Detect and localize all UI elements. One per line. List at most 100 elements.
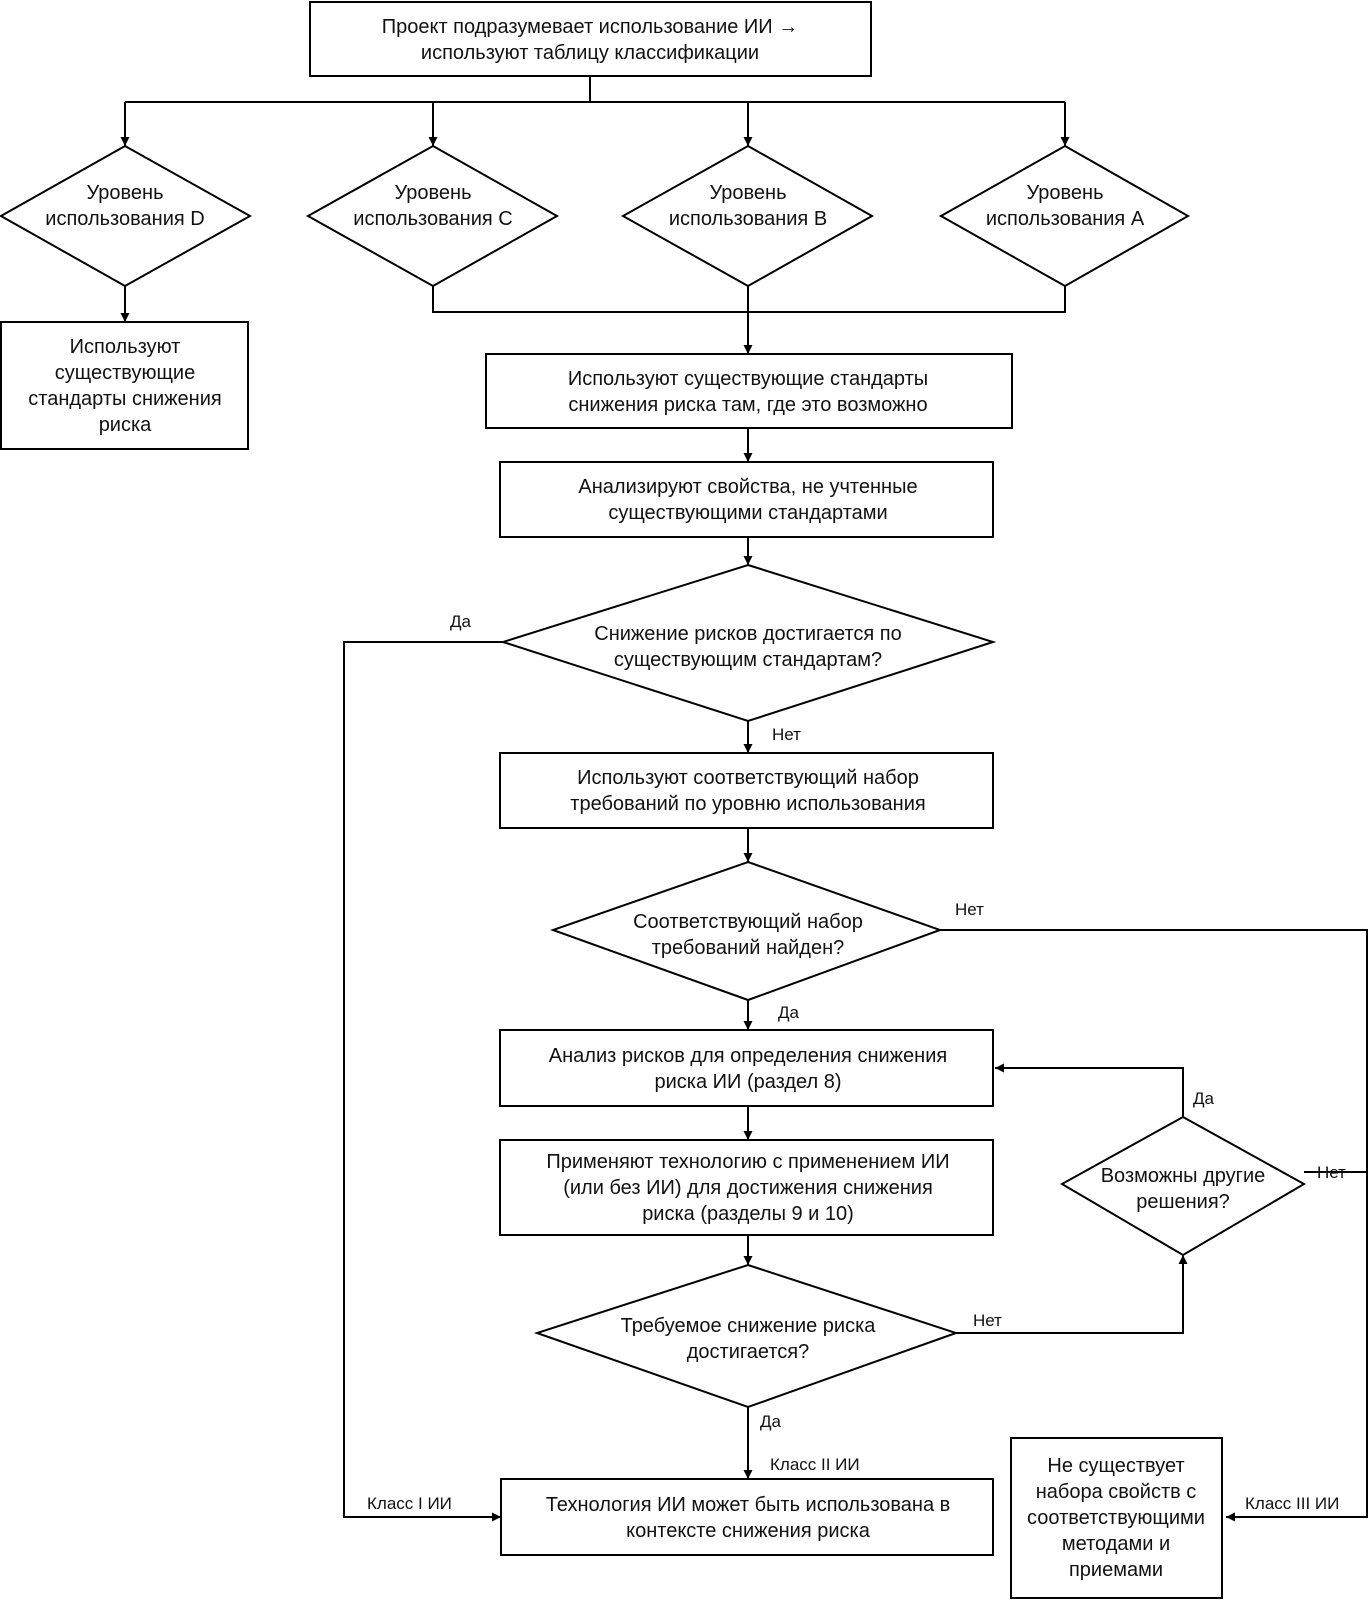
node-text-line: Уровень bbox=[1026, 182, 1103, 204]
edge-labels: Да Нет Нет Да Да Нет Нет Да Класс I ИИ К… bbox=[367, 612, 1346, 1513]
node-text-line: риска ИИ (раздел 8) bbox=[654, 1071, 841, 1093]
node-apply-technology: Применяют технологию с применением ИИ(ил… bbox=[499, 1139, 994, 1236]
node-text-line: используют таблицу классификации bbox=[421, 42, 759, 64]
node-text-line: использования D bbox=[45, 208, 204, 230]
other-solutions-text: Возможны другие решения? bbox=[1101, 1165, 1266, 1213]
node-text-line: существующими стандартами bbox=[608, 502, 887, 524]
apply-technology-box bbox=[499, 1139, 994, 1236]
node-ai-usable: Технология ИИ может быть использована в к… bbox=[500, 1478, 994, 1556]
node-text-line: Уровень bbox=[394, 182, 471, 204]
node-text-line: риска bbox=[99, 414, 152, 436]
node-text-line: Соответствующий набор bbox=[633, 911, 863, 933]
node-text-line: приемами bbox=[1069, 1559, 1163, 1581]
node-start: Проект подразумевает использование ИИ → и… bbox=[309, 1, 872, 77]
connectors bbox=[120, 76, 1368, 1522]
risk-analysis-box bbox=[499, 1029, 994, 1107]
node-text-line: методами и bbox=[1062, 1533, 1170, 1555]
node-analyze-properties: Анализируют свойства, не учтенные существ… bbox=[499, 461, 994, 538]
level-b-text: Уровень использования B bbox=[669, 182, 827, 230]
analyze-properties-box bbox=[499, 461, 994, 538]
start-box bbox=[309, 1, 872, 77]
node-text-line: стандарты снижения bbox=[28, 388, 221, 410]
label-requirements-yes: Да bbox=[778, 1003, 800, 1022]
node-text-line: Используют существующие стандарты bbox=[568, 368, 928, 390]
decision-level-d: Уровень использования D bbox=[0, 144, 253, 288]
node-text-line: соответствующими bbox=[1027, 1507, 1205, 1529]
start-text: Проект подразумевает использование ИИ → и… bbox=[382, 16, 799, 64]
node-text-line: достигается? bbox=[687, 1341, 809, 1363]
arrow-other-solutions-yes bbox=[995, 1063, 1184, 1117]
node-text-line: существующие bbox=[55, 362, 195, 384]
node-text-line: набора свойств с bbox=[1036, 1481, 1197, 1503]
node-text-line: существующим стандартам? bbox=[614, 649, 882, 671]
node-use-requirements-set: Используют соответствующий набор требован… bbox=[499, 752, 994, 829]
analyze-properties-text: Анализируют свойства, не учтенные существ… bbox=[578, 476, 917, 524]
label-reduction-yes: Да bbox=[760, 1412, 782, 1431]
level-a-diamond bbox=[938, 144, 1191, 288]
node-existing-standards: Используют существующие стандарты снижени… bbox=[485, 353, 1013, 429]
arrow-standards-yes-class-1 bbox=[343, 641, 503, 1522]
label-reduction-no: Нет bbox=[973, 1311, 1002, 1330]
connector-start-split bbox=[125, 76, 1065, 103]
decision-other-solutions: Возможны другие решения? bbox=[1059, 1115, 1307, 1257]
level-c-diamond bbox=[305, 144, 560, 288]
decision-risk-reduced-by-standards: Снижение рисков достигается по существующ… bbox=[499, 563, 997, 723]
use-requirements-set-text: Используют соответствующий набор требован… bbox=[570, 767, 925, 815]
node-text-line: Снижение рисков достигается по bbox=[594, 623, 901, 645]
label-requirements-no: Нет bbox=[955, 900, 984, 919]
node-text-line: использования C bbox=[353, 208, 512, 230]
node-text-line: Уровень bbox=[86, 182, 163, 204]
node-text-line: снижения риска там, где это возможно bbox=[568, 394, 927, 416]
level-b-diamond bbox=[620, 144, 875, 288]
level-d-text: Уровень использования D bbox=[45, 182, 204, 230]
node-text-line: требований найден? bbox=[652, 937, 845, 959]
label-other-solutions-no: Нет bbox=[1317, 1163, 1346, 1182]
risk-reduced-by-standards-diamond bbox=[499, 563, 997, 723]
node-text-line: Проект подразумевает использование ИИ → bbox=[382, 16, 799, 38]
existing-standards-box bbox=[485, 353, 1013, 429]
no-property-set-box bbox=[1010, 1437, 1223, 1599]
other-solutions-diamond bbox=[1059, 1115, 1307, 1257]
node-text-line: требований по уровню использования bbox=[570, 793, 925, 815]
level-a-text: Уровень использования A bbox=[986, 182, 1145, 230]
ai-usable-text: Технология ИИ может быть использована в к… bbox=[546, 1494, 951, 1542]
node-text-line: Уровень bbox=[709, 182, 786, 204]
node-text-line: Возможны другие bbox=[1101, 1165, 1266, 1187]
label-standards-yes: Да bbox=[450, 612, 472, 631]
decision-level-c: Уровень использования C bbox=[305, 144, 560, 288]
existing-standards-text: Используют существующие стандарты снижени… bbox=[568, 368, 928, 416]
risk-reduced-by-standards-text: Снижение рисков достигается по существующ… bbox=[594, 623, 901, 671]
label-standards-no: Нет bbox=[772, 725, 801, 744]
requirements-found-text: Соответствующий набор требований найден? bbox=[633, 911, 863, 959]
node-text-line: решения? bbox=[1136, 1191, 1230, 1213]
label-class-3: Класс III ИИ bbox=[1245, 1494, 1339, 1513]
decision-requirements-found: Соответствующий набор требований найден? bbox=[550, 860, 943, 1002]
level-c-text: Уровень использования C bbox=[353, 182, 512, 230]
arrow-requirements-no-class-3 bbox=[940, 929, 1368, 1522]
node-text-line: Применяют технологию с применением ИИ bbox=[546, 1151, 949, 1173]
node-text-line: использования A bbox=[986, 208, 1145, 230]
node-text-line: использования B bbox=[669, 208, 827, 230]
arrow-reduction-no bbox=[956, 1255, 1188, 1334]
label-other-solutions-yes: Да bbox=[1193, 1089, 1215, 1108]
no-property-set-text: Не существует набора свойств с соответству… bbox=[1027, 1455, 1205, 1581]
node-text-line: Технология ИИ может быть использована в bbox=[546, 1494, 951, 1516]
required-reduction-diamond bbox=[533, 1263, 960, 1409]
node-text-line: Анализируют свойства, не учтенные bbox=[578, 476, 917, 498]
apply-technology-text: Применяют технологию с применением ИИ(ил… bbox=[546, 1151, 949, 1225]
label-class-1: Класс I ИИ bbox=[367, 1494, 452, 1513]
node-text-line: Используют соответствующий набор bbox=[577, 767, 919, 789]
node-text-line: контексте снижения риска bbox=[626, 1520, 871, 1542]
node-no-property-set: Не существует набора свойств с соответству… bbox=[1010, 1437, 1223, 1599]
node-text-line: Не существует bbox=[1047, 1455, 1184, 1477]
connector-levels-merge bbox=[432, 286, 1066, 313]
ai-usable-box bbox=[500, 1478, 994, 1556]
node-text-line: риска (разделы 9 и 10) bbox=[642, 1203, 854, 1225]
